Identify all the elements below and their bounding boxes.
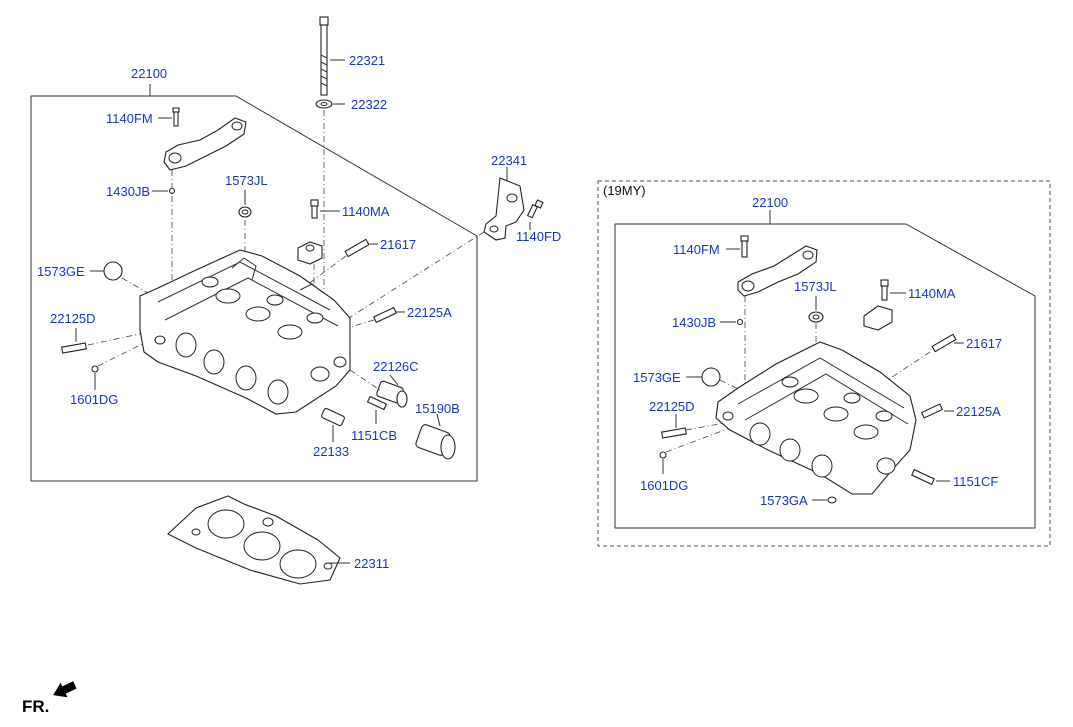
callout-1151cf-19my: 1151CF — [953, 474, 998, 489]
callout-1601dg: 1601DG — [70, 392, 118, 407]
cam-bearing-cap — [163, 107, 247, 171]
callout-1140ma-19my: 1140MA — [908, 286, 956, 301]
callout-1430jb: 1430JB — [106, 184, 150, 199]
callout-22133: 22133 — [313, 444, 349, 459]
front-direction-arrow-icon — [53, 681, 77, 698]
callout-22100-19my: 22100 — [752, 195, 788, 210]
left-assembly — [30, 16, 544, 482]
callout-22311: 22311 — [354, 556, 389, 571]
callout-1573ge-19my: 1573GE — [633, 370, 681, 385]
callout-22321: 22321 — [349, 53, 385, 68]
callout-1573jl: 1573JL — [225, 173, 268, 188]
callout-22100: 22100 — [131, 66, 167, 81]
callout-22125a: 22125A — [407, 305, 452, 320]
callout-21617-19my: 21617 — [966, 336, 1002, 351]
callout-1573ge: 1573GE — [37, 264, 85, 279]
callout-1573ga-19my: 1573GA — [760, 493, 808, 508]
callout-15190b: 15190B — [415, 401, 460, 416]
callout-22341: 22341 — [491, 153, 527, 168]
cylinder-head — [139, 249, 351, 415]
callout-1140fm: 1140FM — [106, 111, 153, 126]
callout-1151cb: 1151CB — [351, 428, 397, 443]
callout-22322: 22322 — [351, 97, 387, 112]
callout-22125d-19my: 22125D — [649, 399, 695, 414]
head-gasket — [167, 495, 341, 585]
callout-1140fm-19my: 1140FM — [673, 242, 720, 257]
callout-22126c: 22126C — [373, 359, 419, 374]
bracket — [483, 177, 525, 241]
callout-1430jb-19my: 1430JB — [672, 315, 716, 330]
lifter-assembly — [376, 380, 456, 460]
callout-21617: 21617 — [380, 237, 416, 252]
head-bolt — [319, 16, 329, 96]
callout-22125a-19my: 22125A — [956, 404, 1001, 419]
front-direction-label: FR. — [22, 697, 49, 716]
variant-label: (19MY) — [603, 183, 646, 198]
right-assembly-19my — [597, 180, 1051, 547]
callout-1140fd: 1140FD — [516, 229, 561, 244]
callout-1601dg-19my: 1601DG — [640, 478, 688, 493]
callout-22125d: 22125D — [50, 311, 96, 326]
callout-1140ma: 1140MA — [342, 204, 390, 219]
callout-1573jl-19my: 1573JL — [794, 279, 837, 294]
